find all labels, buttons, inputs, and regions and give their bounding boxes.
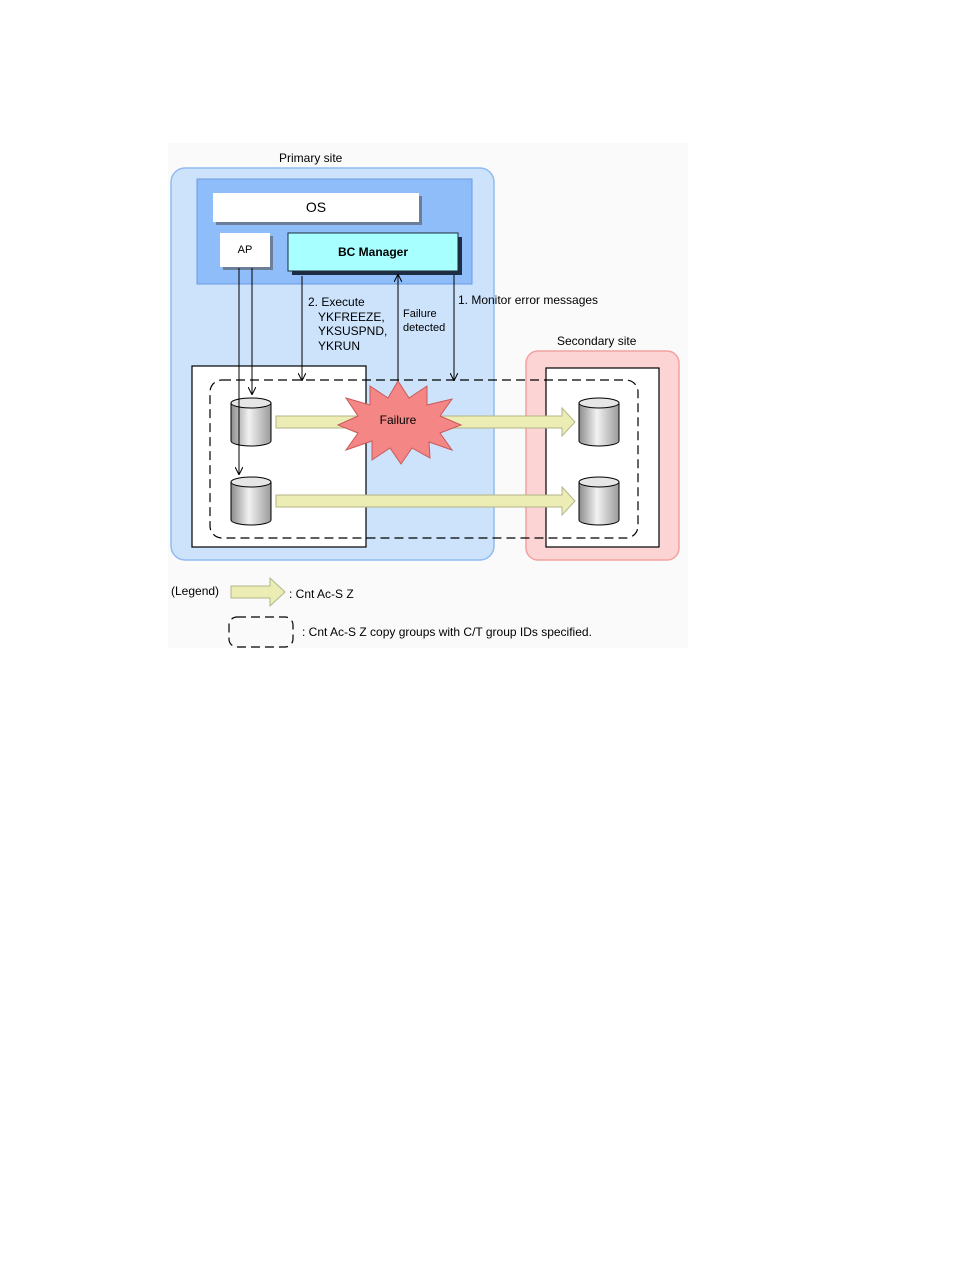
legend-arrow-description: : Cnt Ac-S Z <box>289 587 354 601</box>
primary-volume-2 <box>231 477 271 525</box>
monitor-label: 1. Monitor error messages <box>458 293 598 307</box>
secondary-volume-1 <box>579 398 619 446</box>
failure-detected-label-line2: detected <box>403 322 445 334</box>
ap-label: AP <box>238 244 253 256</box>
execute-label-line3: YKSUSPND, <box>318 324 387 338</box>
primary-volume-1 <box>231 398 271 446</box>
legend-title: (Legend) <box>171 584 219 598</box>
secondary-site-label: Secondary site <box>557 334 637 348</box>
os-label: OS <box>306 199 326 215</box>
execute-label-line2: YKFREEZE, <box>318 310 385 324</box>
primary-site-label: Primary site <box>279 151 343 165</box>
execute-label-line4: YKRUN <box>318 339 360 353</box>
bc-manager-label: BC Manager <box>338 245 408 259</box>
failure-detected-label-line1: Failure <box>403 308 437 320</box>
primary-storage-box <box>192 366 366 547</box>
legend-group-description: : Cnt Ac-S Z copy groups with C/T group … <box>302 625 592 639</box>
failure-label: Failure <box>380 413 417 427</box>
secondary-volume-2 <box>579 477 619 525</box>
execute-label-line1: 2. Execute <box>308 295 365 309</box>
